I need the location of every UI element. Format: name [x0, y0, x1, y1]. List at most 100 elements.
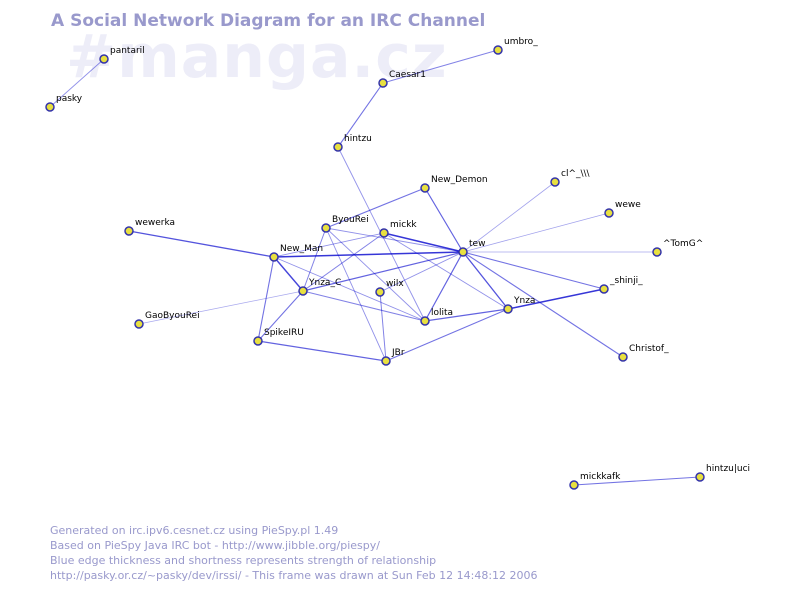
- edges-layer: [49, 49, 701, 486]
- edge-wilx-jbr: [379, 291, 387, 362]
- edge-ynza-c-gaobyourei: [138, 290, 304, 325]
- node-label: pasky: [56, 94, 83, 104]
- edge-tew-wilx: [379, 251, 464, 293]
- footer-line-generated: Generated on irc.ipv6.cesnet.cz using Pi…: [50, 524, 339, 537]
- node-marker: [124, 226, 134, 236]
- node-label: Ynza_C: [308, 278, 341, 288]
- node-label: New_Demon: [431, 175, 488, 185]
- footer-line-url-time: http://pasky.or.cz/~pasky/dev/irssi/ - T…: [50, 569, 538, 582]
- node-label: cl^_\\\: [561, 169, 591, 179]
- node-label: SpikeIRU: [264, 328, 304, 338]
- footer-line-legend: Blue edge thickness and shortness repres…: [50, 554, 437, 567]
- node-caesar1: Caesar1: [378, 70, 426, 88]
- node-label: JBr: [391, 348, 405, 358]
- node-shinji: _shinji_: [599, 276, 643, 294]
- node-marker: [379, 228, 389, 238]
- edge-lolita-ynza: [424, 308, 509, 322]
- node-marker: [550, 177, 560, 187]
- edge-new-man-mickk: [273, 232, 385, 258]
- node-marker: [45, 102, 55, 112]
- diagram-title: A Social Network Diagram for an IRC Chan…: [51, 11, 486, 31]
- node-label: wewerka: [135, 218, 175, 228]
- edge-caesar1-hintzu: [337, 82, 384, 148]
- node-marker: [253, 336, 263, 346]
- node-lolita: lolita: [420, 308, 453, 326]
- node-gaobyourei: GaoByouRei: [134, 311, 200, 329]
- node-label: Caesar1: [389, 70, 426, 80]
- node-marker: [298, 286, 308, 296]
- edge-mickk-tew: [383, 232, 464, 253]
- edge-wewe-tew: [462, 212, 610, 253]
- footer-line-based-on: Based on PieSpy Java IRC bot - http://ww…: [50, 539, 380, 552]
- node-label: New_Man: [280, 244, 323, 254]
- node-marker: [420, 183, 430, 193]
- node-hintzu-uci: hintzu|uci: [695, 464, 750, 482]
- node-spikeiru: SpikeIRU: [253, 328, 304, 346]
- node-umbro: umbro_: [493, 37, 538, 55]
- node-label: hintzu: [344, 134, 372, 144]
- node-label: mickk: [390, 220, 417, 230]
- edge-tew-ynza: [462, 251, 509, 310]
- node-marker: [652, 247, 662, 257]
- node-hintzu: hintzu: [333, 134, 372, 152]
- node-marker: [458, 247, 468, 257]
- node-mickk: mickk: [379, 220, 417, 238]
- edge-mickkafk-hintzu-uci: [573, 476, 701, 486]
- edge-ynza-c-spikeiru: [257, 290, 304, 342]
- edge-pantaril-pasky: [49, 58, 105, 108]
- node-marker: [599, 284, 609, 294]
- node-marker: [493, 45, 503, 55]
- edge-new-man-lolita: [273, 256, 426, 322]
- edge-new-man-ynza-c: [273, 256, 304, 292]
- edge-wewerka-new-man: [128, 230, 275, 258]
- node-label: _shinji_: [609, 276, 643, 286]
- edge-new-demon-byourei: [325, 187, 426, 229]
- edge-byourei-ynza-c: [302, 227, 327, 292]
- node-marker: [269, 252, 279, 262]
- node-label: lolita: [431, 308, 453, 318]
- node-marker: [333, 142, 343, 152]
- node-label: pantaril: [110, 46, 145, 56]
- edge-umbro-caesar1: [382, 49, 499, 84]
- edge-ynza-shinji: [507, 288, 605, 310]
- node-label: tew: [469, 239, 485, 249]
- node-pantaril: pantaril: [99, 46, 145, 64]
- edge-byourei-jbr: [325, 227, 387, 362]
- node-marker: [321, 223, 331, 233]
- node-new-demon: New_Demon: [420, 175, 488, 193]
- node-ynza-c: Ynza_C: [298, 278, 341, 296]
- edge-byourei-lolita: [325, 227, 426, 322]
- node-wewerka: wewerka: [124, 218, 175, 236]
- node-tew: tew: [458, 239, 485, 257]
- edge-spikeiru-jbr: [257, 340, 387, 362]
- edge-tew-christof: [462, 251, 624, 358]
- edge-new-man-tew: [273, 251, 464, 258]
- node-tomg: ^TomG^: [652, 239, 703, 257]
- node-label: mickkafk: [580, 472, 621, 482]
- node-label: ByouRei: [332, 215, 369, 225]
- edge-byourei-tew: [325, 227, 464, 253]
- node-label: ^TomG^: [663, 239, 703, 249]
- node-pasky: pasky: [45, 94, 83, 112]
- node-jbr: JBr: [381, 348, 405, 366]
- edge-tew-lolita: [424, 251, 464, 322]
- node-marker: [604, 208, 614, 218]
- node-marker: [134, 319, 144, 329]
- node-marker: [503, 304, 513, 314]
- node-cl: cl^_\\\: [550, 169, 591, 187]
- edge-ynza-jbr: [385, 308, 509, 362]
- node-label: Christof_: [629, 344, 669, 354]
- edge-new-demon-tew: [424, 187, 464, 253]
- edge-mickk-ynza-c: [302, 232, 385, 292]
- node-marker: [378, 78, 388, 88]
- node-marker: [99, 54, 109, 64]
- node-marker: [381, 356, 391, 366]
- node-marker: [618, 352, 628, 362]
- node-wilx: wilx: [375, 279, 404, 297]
- node-label: wewe: [615, 200, 641, 210]
- edge-tew-shinji: [462, 251, 605, 290]
- edge-new-man-spikeiru: [257, 256, 275, 342]
- edge-mickk-ynza: [383, 232, 509, 310]
